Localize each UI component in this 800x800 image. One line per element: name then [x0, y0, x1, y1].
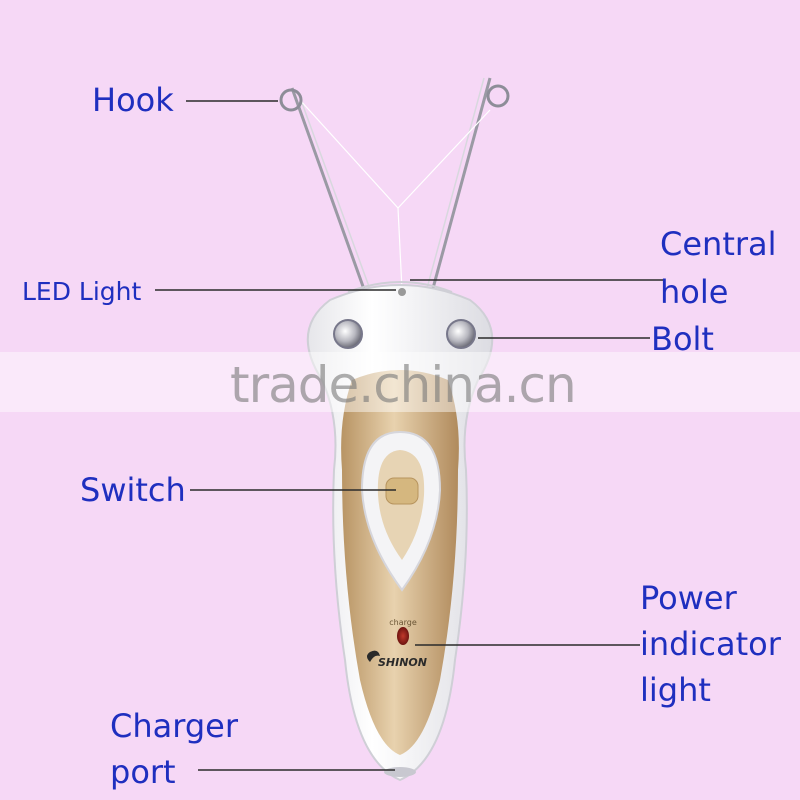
central-hole-label-line1: Central [660, 225, 777, 263]
brand-logo: SHINON [367, 650, 427, 669]
hook-label: Hook [92, 81, 174, 119]
power-label-line3: light [640, 671, 711, 709]
watermark-text: trade.china.cn [230, 356, 577, 414]
power-indicator-led [397, 627, 409, 645]
power-label-line1: Power [640, 579, 737, 617]
svg-text:SHINON: SHINON [378, 656, 427, 669]
charger-label-line2: port [110, 753, 176, 791]
bolt-label: Bolt [651, 320, 714, 358]
bolts [333, 319, 476, 349]
leader-lines [155, 100, 664, 771]
power-label-line2: indicator [640, 625, 781, 663]
hook-arms [290, 77, 492, 293]
charger-label-line1: Charger [110, 707, 238, 745]
switch-label: Switch [80, 471, 186, 509]
central-hole-label-line2: hole [660, 273, 729, 311]
led-light-label: LED Light [22, 277, 142, 306]
led-light-icon [398, 288, 406, 296]
hook-loops [279, 84, 510, 112]
charge-label: charge [389, 618, 417, 627]
watermark-band [0, 352, 800, 412]
